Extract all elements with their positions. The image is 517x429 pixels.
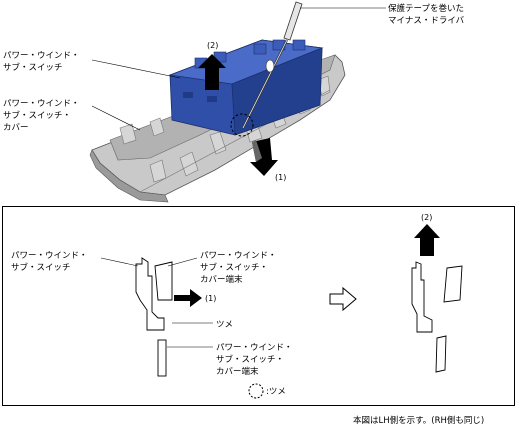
detail-cover-end2-line2: サブ・スイッチ・ bbox=[216, 354, 284, 365]
cover-label-line2: サブ・スイッチ・ bbox=[3, 110, 71, 121]
detail-cover-end-line3: カバー端末 bbox=[200, 274, 243, 285]
detail-cover-end2-line1: パワー・ウインド・ bbox=[216, 343, 293, 353]
detail-frame bbox=[2, 206, 515, 406]
footer-note: 本図はLH側を示す。(RH側も同じ) bbox=[353, 415, 484, 426]
tool-label-line2: マイナス・ドライバ bbox=[388, 16, 465, 26]
detail-step2: (2) bbox=[421, 213, 432, 222]
arrow-down-icon bbox=[250, 138, 278, 176]
claw-marker bbox=[230, 113, 254, 137]
screwdriver-illustration bbox=[242, 1, 303, 129]
cross-section-after bbox=[411, 261, 463, 373]
cross-section-before bbox=[135, 257, 173, 377]
arrow-right-icon bbox=[174, 289, 202, 307]
switch-label-line2: サブ・スイッチ bbox=[3, 62, 63, 73]
cover-label-line3: カバー bbox=[3, 123, 29, 133]
detail-step1: (1) bbox=[205, 294, 216, 303]
transition-arrow-icon bbox=[329, 286, 357, 312]
arrow-up-small-icon bbox=[414, 224, 440, 256]
detail-cover-end2-line3: カバー端末 bbox=[216, 366, 259, 377]
arrow-up-icon bbox=[198, 54, 226, 90]
detail-switch-line2: サブ・スイッチ bbox=[11, 262, 71, 273]
detail-cover-end-line2: サブ・スイッチ・ bbox=[200, 262, 268, 273]
legend-claw-icon bbox=[248, 383, 264, 399]
cover-label-line1: パワー・ウインド・ bbox=[3, 99, 80, 109]
detail-claw-label: ツメ bbox=[216, 320, 233, 330]
switch-label-line1: パワー・ウインド・ bbox=[3, 51, 80, 61]
tool-label-line1: 保護テープを巻いた bbox=[388, 3, 464, 14]
label-step1: (1) bbox=[275, 173, 286, 182]
detail-cover-end-line1: パワー・ウインド・ bbox=[200, 251, 277, 261]
legend-claw-text: :ツメ bbox=[266, 387, 286, 397]
label-step2: (2) bbox=[207, 41, 218, 50]
detail-switch-line1: パワー・ウインド・ bbox=[11, 251, 88, 261]
